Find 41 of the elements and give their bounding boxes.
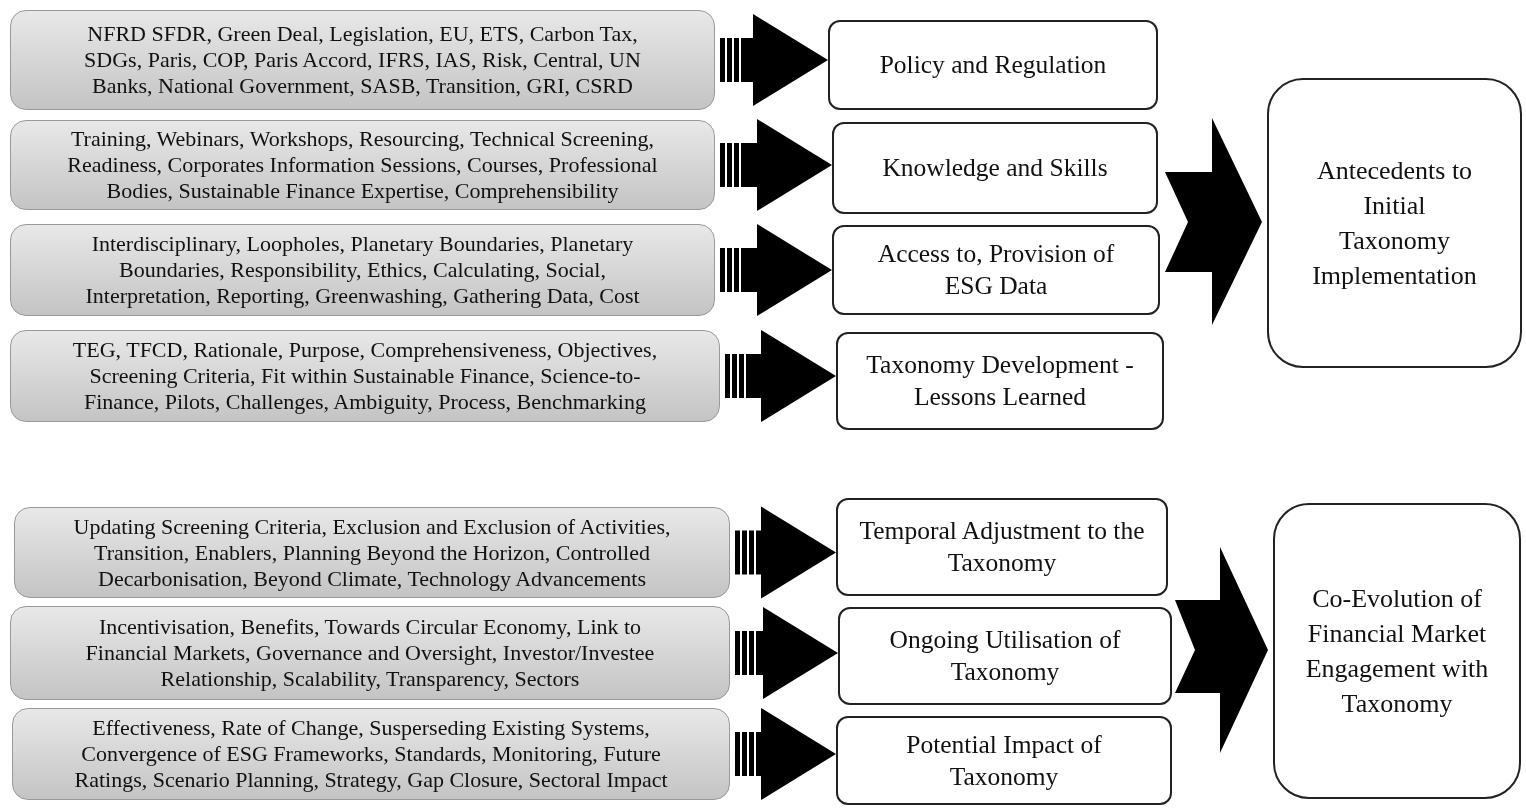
block-arrow	[735, 506, 836, 599]
keyword-box	[10, 330, 720, 422]
keyword-box	[10, 224, 715, 316]
box-text: Knowledge and Skills	[882, 152, 1108, 184]
box-text: Training, Webinars, Workshops, Resourcing, Technical Screening, Readiness, Corporates Information Sessions, Courses, Professional Bodies, Sustainable Finance Expertise, Comprehensibility	[66, 126, 659, 204]
block-arrow	[720, 119, 832, 211]
theme-box	[828, 20, 1158, 110]
keyword-box	[14, 507, 730, 598]
box-text: NFRD SFDR, Green Deal, Legislation, EU, ETS, Carbon Tax, SDGs, Paris, COP, Paris Accord, IFRS, IAS, Risk, Central, UN Banks, National Government, SASB, Transition, GRI, CSRD	[83, 21, 642, 99]
box-text: Updating Screening Criteria, Exclusion and Exclusion of Activities, Transition, Enablers, Planning Beyond the Horizon, Controlled Decarbonisation, Beyond Climate, Technology Advancements	[72, 513, 672, 592]
box-text: Policy and Regulation	[879, 49, 1107, 81]
outcome-box	[1273, 503, 1521, 799]
keyword-box	[10, 606, 730, 700]
block-arrow	[725, 330, 836, 422]
keyword-box	[10, 10, 715, 110]
block-arrow	[720, 14, 828, 106]
box-text: Access to, Provision of ESG Data	[876, 238, 1116, 302]
box-text: Temporal Adjustment to the Taxonomy	[858, 515, 1146, 579]
theme-box	[838, 607, 1172, 705]
chevron-arrow	[1165, 118, 1262, 325]
theme-box	[832, 122, 1158, 214]
box-text: Co-Evolution of Financial Market Engagement with Taxonomy	[1304, 583, 1490, 720]
chevron-arrow	[1175, 547, 1268, 753]
outcome-box	[1267, 78, 1522, 368]
block-arrow	[720, 224, 832, 316]
box-text: Antecedents to Initial Taxonomy Implementation	[1311, 155, 1478, 292]
box-text: Ongoing Utilisation of Taxonomy	[888, 624, 1122, 688]
theme-box	[836, 716, 1172, 805]
theme-box	[832, 225, 1160, 315]
box-text: Incentivisation, Benefits, Towards Circular Economy, Link to Financial Markets, Governance and Oversight, Investor/Investee Relationship, Scalability, Transparency, Sectors	[84, 614, 656, 692]
box-text: Taxonomy Development - Lessons Learned	[865, 349, 1135, 413]
box-text: Potential Impact of Taxonomy	[905, 728, 1103, 793]
theme-box	[836, 498, 1168, 596]
box-text: Effectiveness, Rate of Change, Susperseding Existing Systems, Convergence of ESG Frameworks, Standards, Monitoring, Future Ratings, Scenario Planning, Strategy, Gap Closure, Sectoral Impact	[73, 715, 669, 793]
box-text: Interdisciplinary, Loopholes, Planetary Boundaries, Planetary Boundaries, Responsibility, Ethics, Calculating, Social, Interpretation, Reporting, Greenwashing, Gathering Data, Cost	[84, 231, 641, 309]
block-arrow	[735, 708, 836, 800]
theme-box	[836, 332, 1164, 430]
box-text: TEG, TFCD, Rationale, Purpose, Comprehensiveness, Objectives, Screening Criteria, Fit within Sustainable Finance, Science-to-Finance, Pilots, Challenges, Ambiguity, Process, Benchmarking	[71, 337, 659, 415]
keyword-box	[12, 708, 730, 800]
block-arrow	[735, 607, 838, 699]
keyword-box	[10, 120, 715, 210]
